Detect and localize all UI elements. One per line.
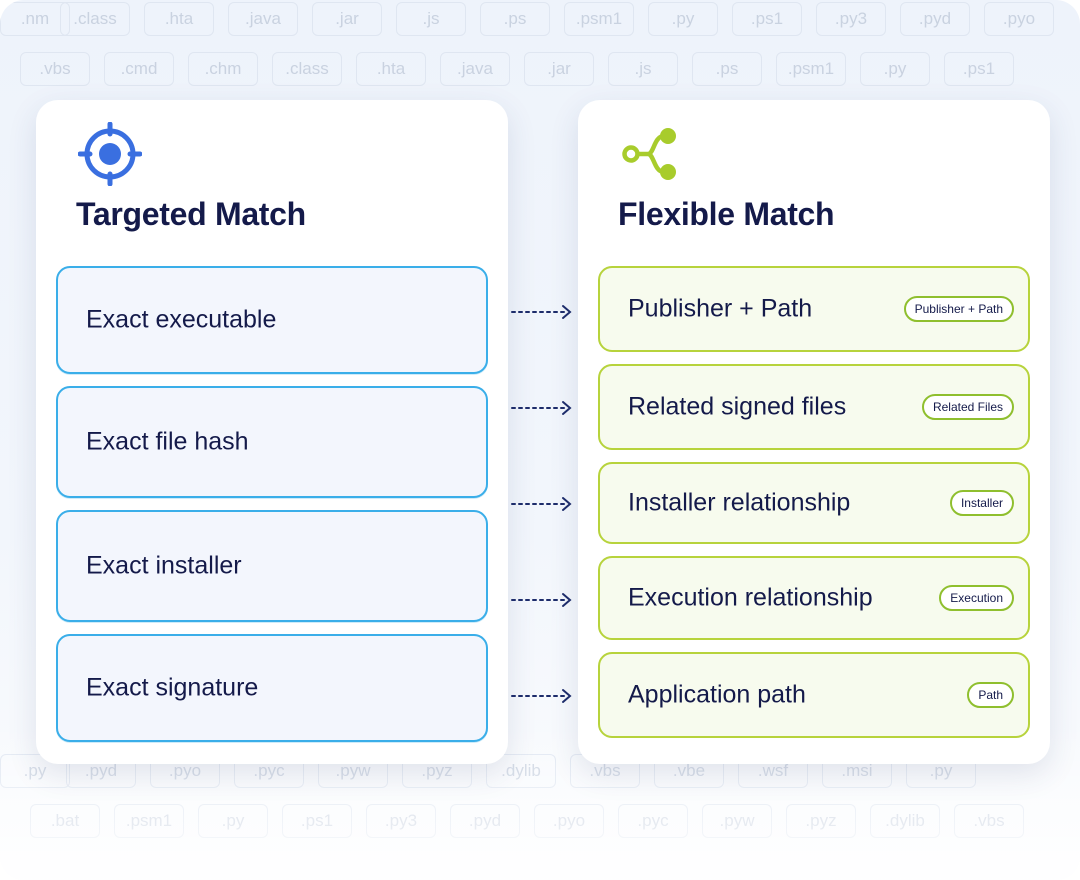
file-extension-tile: .ps1 [944, 52, 1014, 86]
flexible-match-panel: Flexible Match Publisher + Path Publishe… [578, 100, 1050, 764]
file-extension-tile: .ps1 [732, 2, 802, 36]
flexible-item-label: Related signed files [628, 392, 847, 421]
file-extension-tile: .class [272, 52, 342, 86]
targeted-item-label: Exact installer [86, 551, 242, 580]
arrow-2 [511, 401, 572, 415]
file-extension-tile: .class [60, 2, 130, 36]
targeted-item-label: Exact file hash [86, 427, 249, 456]
targeted-item-exact-installer: Exact installer [56, 510, 488, 622]
targeted-item-exact-signature: Exact signature [56, 634, 488, 742]
file-extension-tile: .vbs [20, 52, 90, 86]
file-extension-tile: .jar [524, 52, 594, 86]
flexible-item-badge: Execution [939, 585, 1014, 611]
file-extension-tile: .pyd [900, 2, 970, 36]
file-extension-tile: .hta [356, 52, 426, 86]
file-extension-tile: .java [440, 52, 510, 86]
flexible-item-badge: Path [967, 682, 1014, 708]
flexible-item-installer-relationship: Installer relationship Installer [598, 462, 1030, 544]
file-extension-tile: .jar [312, 2, 382, 36]
file-extension-tile: .psm1 [564, 2, 634, 36]
targeted-match-panel: Targeted Match Exact executable Exact fi… [36, 100, 508, 764]
panel-title-flexible: Flexible Match [618, 196, 835, 232]
flexible-item-related-signed-files: Related signed files Related Files [598, 364, 1030, 450]
targeted-item-label: Exact signature [86, 673, 259, 702]
file-extension-tile: .java [228, 2, 298, 36]
arrow-4 [511, 593, 572, 607]
flexible-item-label: Application path [628, 680, 806, 709]
file-extension-tile: .psm1 [776, 52, 846, 86]
arrow-1 [511, 305, 572, 319]
flexible-item-badge: Related Files [921, 394, 1014, 420]
flexible-item-badge: Installer [949, 490, 1014, 516]
targeted-item-exact-executable: Exact executable [56, 266, 488, 374]
targeted-item-label: Exact executable [86, 305, 277, 334]
panel-title-targeted: Targeted Match [76, 196, 306, 232]
branch-icon [622, 128, 676, 180]
arrow-5 [511, 689, 572, 703]
file-extension-tile: .py3 [816, 2, 886, 36]
flexible-item-publisher-path: Publisher + Path Publisher + Path [598, 266, 1030, 352]
arrow-3 [511, 497, 572, 511]
file-extension-tile: .js [396, 2, 466, 36]
flexible-item-label: Publisher + Path [628, 294, 813, 323]
file-extension-tile: .py [648, 2, 718, 36]
flexible-item-label: Execution relationship [628, 583, 873, 612]
flexible-item-execution-relationship: Execution relationship Execution [598, 556, 1030, 640]
file-extension-tile: .cmd [104, 52, 174, 86]
flexible-item-application-path: Application path Path [598, 652, 1030, 738]
file-extension-tile: .js [608, 52, 678, 86]
flexible-item-label: Installer relationship [628, 488, 851, 517]
file-extension-tile: .ps [480, 2, 550, 36]
flexible-item-badge: Publisher + Path [903, 296, 1014, 322]
targeted-item-exact-file-hash: Exact file hash [56, 386, 488, 498]
target-icon [78, 122, 142, 186]
file-extension-tile: .chm [188, 52, 258, 86]
file-extension-tile: .hta [144, 2, 214, 36]
file-extension-tile: .py [860, 52, 930, 86]
file-extension-tile: .pyo [984, 2, 1054, 36]
file-extension-tile: .ps [692, 52, 762, 86]
file-extension-tile: .nm [0, 2, 70, 36]
